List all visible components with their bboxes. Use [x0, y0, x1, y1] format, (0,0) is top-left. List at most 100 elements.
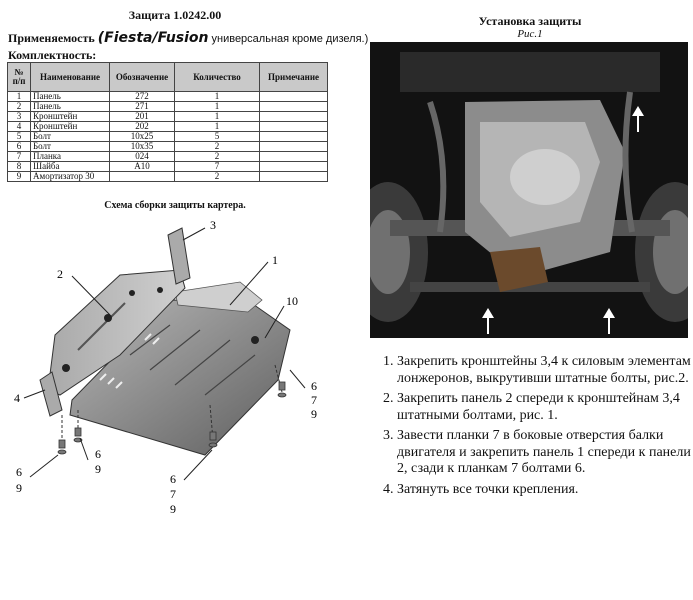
completeness-label: Комплектность: — [8, 48, 97, 62]
cell-quantity: 1 — [174, 111, 260, 122]
cell-number: 5 — [7, 131, 31, 142]
cell-note — [259, 91, 328, 102]
step-item: Закрепить панель 2 спереди к кронштейнам… — [397, 391, 693, 424]
attachment-arrows — [482, 106, 644, 334]
label-right-6: 6 — [311, 379, 317, 393]
cell-number: 2 — [7, 101, 31, 112]
label-1: 1 — [272, 253, 278, 267]
cell-note — [259, 141, 328, 152]
step-item: Завести планки 7 в боковые отверстия бал… — [397, 428, 693, 478]
label-bottom-9: 9 — [170, 502, 176, 516]
engine-bay-illustration — [370, 42, 688, 338]
cell-designation: 024 — [109, 151, 175, 162]
cell-name: Кронштейн — [30, 111, 110, 122]
cell-number: 6 — [7, 141, 31, 152]
cell-number: 1 — [7, 91, 31, 102]
step-item: Затянуть все точки крепления. — [397, 482, 693, 499]
cell-designation: 10х35 — [109, 141, 175, 152]
cell-number: 9 — [7, 171, 31, 182]
cell-note — [259, 131, 328, 142]
step-item: Закрепить кронштейны 3,4 к силовым элеме… — [397, 354, 693, 387]
cell-name: Болт — [30, 131, 110, 142]
cell-designation — [109, 171, 175, 182]
col-header-name: Наименование — [30, 62, 110, 92]
label-10: 10 — [286, 294, 298, 308]
cell-quantity: 5 — [174, 131, 260, 142]
cell-quantity: 1 — [174, 101, 260, 112]
applicability-note: универсальная кроме дизеля.) — [211, 33, 369, 45]
label-4: 4 — [14, 391, 20, 405]
leader-lines — [23, 227, 306, 481]
label-bottom-6: 6 — [170, 472, 176, 486]
label-bottom-mid-9: 9 — [95, 462, 101, 476]
cell-quantity: 2 — [174, 141, 260, 152]
label-right-7: 7 — [311, 393, 317, 407]
cell-number: 4 — [7, 121, 31, 132]
label-bottom-left-9: 9 — [16, 481, 22, 495]
figure-label: Рис.1 — [517, 28, 543, 40]
cell-designation: 202 — [109, 121, 175, 132]
panel-2-slot — [77, 302, 126, 351]
label-bottom-left-6: 6 — [16, 465, 22, 479]
cell-quantity: 2 — [174, 171, 260, 182]
installation-photo — [370, 42, 688, 338]
cell-quantity: 2 — [174, 151, 260, 162]
label-3: 3 — [210, 218, 216, 232]
col-header-note: Примечание — [259, 62, 328, 92]
cell-note — [259, 101, 328, 112]
cell-quantity: 1 — [174, 121, 260, 132]
cell-quantity: 1 — [174, 91, 260, 102]
cell-name: Болт — [30, 141, 110, 152]
label-2: 2 — [57, 267, 63, 281]
label-bottom-7: 7 — [170, 487, 176, 501]
cell-quantity: 7 — [174, 161, 260, 172]
panel-2-bolts — [62, 287, 259, 372]
cell-number: 3 — [7, 111, 31, 122]
label-bottom-mid-6: 6 — [95, 447, 101, 461]
applicability-label: Применяемость — [8, 31, 95, 45]
installation-steps: Закрепить кронштейны 3,4 к силовым элеме… — [383, 354, 693, 502]
panel-1-ribs — [129, 324, 256, 396]
cell-name: Панель — [30, 101, 110, 112]
cell-designation: 10х25 — [109, 131, 175, 142]
cell-note — [259, 161, 328, 172]
cell-designation: А10 — [109, 161, 175, 172]
cell-note — [259, 151, 328, 162]
cell-designation: 271 — [109, 101, 175, 112]
cell-name: Шайба — [30, 161, 110, 172]
assembly-diagram: 2 3 1 10 4 6 7 9 6 9 6 9 6 7 9 — [14, 218, 317, 516]
cell-note — [259, 121, 328, 132]
fastener-parts — [57, 381, 287, 455]
col-header-quantity: Количество — [174, 62, 260, 92]
label-right-9: 9 — [311, 407, 317, 421]
col-header-designation: Обозначение — [109, 62, 175, 92]
cell-designation: 201 — [109, 111, 175, 122]
panel-1-rear-flap — [174, 281, 263, 313]
table-header-row: № п/п Наименование Обозначение Количеств… — [7, 62, 328, 92]
cell-note — [259, 111, 328, 122]
scheme-title: Схема сборки защиты картера. — [104, 200, 246, 211]
applicability-models: (Fiesta/Fusion — [97, 30, 209, 46]
installation-title: Установка защиты — [478, 14, 582, 28]
applicability-line: Применяемость (Fiesta/Fusion универсальн… — [8, 30, 368, 46]
panel-1-vents — [99, 333, 160, 389]
cell-note — [259, 171, 328, 182]
cell-number: 7 — [7, 151, 31, 162]
bracket-3-shape — [167, 227, 191, 285]
cell-designation: 272 — [109, 91, 175, 102]
cell-name: Амортизатор 30 — [30, 171, 110, 182]
cell-name: Кронштейн — [30, 121, 110, 132]
col-header-number: № п/п — [7, 62, 31, 92]
cell-name: Панель — [30, 91, 110, 102]
cell-number: 8 — [7, 161, 31, 172]
page-title: Защита 1.0242.00 — [128, 8, 222, 22]
parts-table: № п/п Наименование Обозначение Количеств… — [7, 62, 328, 182]
